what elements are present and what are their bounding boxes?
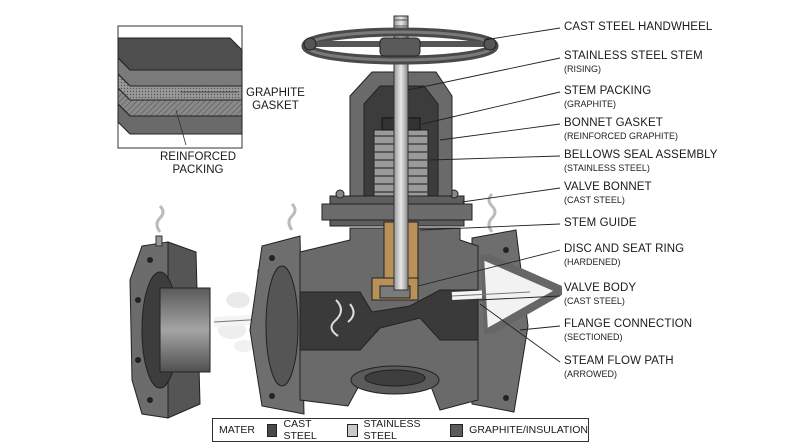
- left-flange-section: [129, 204, 211, 419]
- valve-stem: [393, 15, 409, 291]
- callout-bellows: BELLOWS SEAL ASSEMBLY (STAINLESS STEEL): [564, 149, 718, 173]
- graphite-gasket-label-line1: GRAPHITE: [246, 87, 305, 99]
- callout-bellows-title: BELLOWS SEAL ASSEMBLY: [564, 149, 718, 161]
- callout-flange-note: (SECTIONED): [564, 331, 623, 342]
- legend-label-graphite: GRAPHITE/INSULATION: [469, 424, 588, 436]
- callout-disc-seat-note: (HARDENED): [564, 256, 621, 267]
- callout-bonnet: VALVE BONNET (CAST STEEL): [564, 181, 652, 205]
- callout-stem-note: (RISING): [564, 63, 601, 74]
- callout-stem-packing: STEM PACKING (GRAPHITE): [564, 85, 652, 109]
- legend-item-graphite: GRAPHITE/INSULATION: [450, 423, 588, 437]
- callout-valve-body-note: (CAST STEEL): [564, 295, 625, 306]
- legend-item-cast-steel: CAST STEEL: [266, 418, 333, 442]
- legend-label-cast-steel: CAST STEEL: [283, 418, 317, 442]
- callout-stem-packing-note: (GRAPHITE): [564, 98, 617, 109]
- callout-flange: FLANGE CONNECTION (SECTIONED): [564, 318, 693, 342]
- callout-disc-seat-title: DISC AND SEAT RING: [564, 243, 685, 255]
- reinforced-packing-label-line2: PACKING: [172, 164, 224, 177]
- callout-disc-seat: DISC AND SEAT RING (HARDENED): [564, 243, 685, 267]
- graphite-gasket-label: GRAPHITE GASKET: [246, 87, 305, 113]
- legend-item-stainless: STAINLESS STEEL: [346, 418, 436, 442]
- callout-stem-packing-title: STEM PACKING: [564, 85, 652, 97]
- callout-stem-title: STAINLESS STEEL STEM: [564, 50, 703, 62]
- materials-legend: MATER CAST STEEL STAINLESS STEEL GRAPHIT…: [212, 418, 589, 442]
- callout-leaders: [407, 27, 561, 363]
- callout-bonnet-title: VALVE BONNET: [564, 181, 652, 193]
- legend-swatch-cast-steel: [266, 423, 278, 437]
- steam-outlet: [287, 192, 530, 337]
- callout-steam-flow-title: STEAM FLOW PATH: [564, 355, 674, 367]
- gasket-inset: [117, 25, 243, 149]
- legend-swatch-graphite: [450, 423, 464, 437]
- callout-bonnet-gasket-note: (REINFORCED GRAPHITE): [564, 130, 679, 141]
- callout-handwheel: CAST STEEL HANDWHEEL: [564, 21, 713, 34]
- callout-valve-body: VALVE BODY (CAST STEEL): [564, 282, 637, 306]
- legend-title: MATER: [219, 424, 255, 436]
- callout-steam-flow: STEAM FLOW PATH (ARROWED): [564, 355, 674, 379]
- callout-handwheel-title: CAST STEEL HANDWHEEL: [564, 21, 713, 33]
- legend-swatch-stainless: [346, 423, 358, 437]
- callout-steam-flow-note: (ARROWED): [564, 368, 617, 379]
- graphite-gasket-label-line2: GASKET: [252, 100, 299, 113]
- legend-label-stainless: STAINLESS STEEL: [363, 418, 421, 442]
- reinforced-packing-label: REINFORCED PACKING: [160, 151, 236, 177]
- callout-stem: STAINLESS STEEL STEM (RISING): [564, 50, 703, 74]
- handwheel: [301, 27, 499, 65]
- callout-stem-guide: STEM GUIDE: [564, 217, 637, 230]
- callout-valve-body-title: VALVE BODY: [564, 282, 637, 294]
- callout-bonnet-gasket-title: BONNET GASKET: [564, 117, 663, 129]
- callout-flange-title: FLANGE CONNECTION: [564, 318, 693, 330]
- reinforced-packing-label-line1: REINFORCED: [160, 151, 237, 163]
- callout-bonnet-gasket: BONNET GASKET (REINFORCED GRAPHITE): [564, 117, 679, 141]
- callout-stem-guide-title: STEM GUIDE: [564, 217, 637, 229]
- callout-bellows-note: (STAINLESS STEEL): [564, 162, 650, 173]
- callout-bonnet-note: (CAST STEEL): [564, 194, 625, 205]
